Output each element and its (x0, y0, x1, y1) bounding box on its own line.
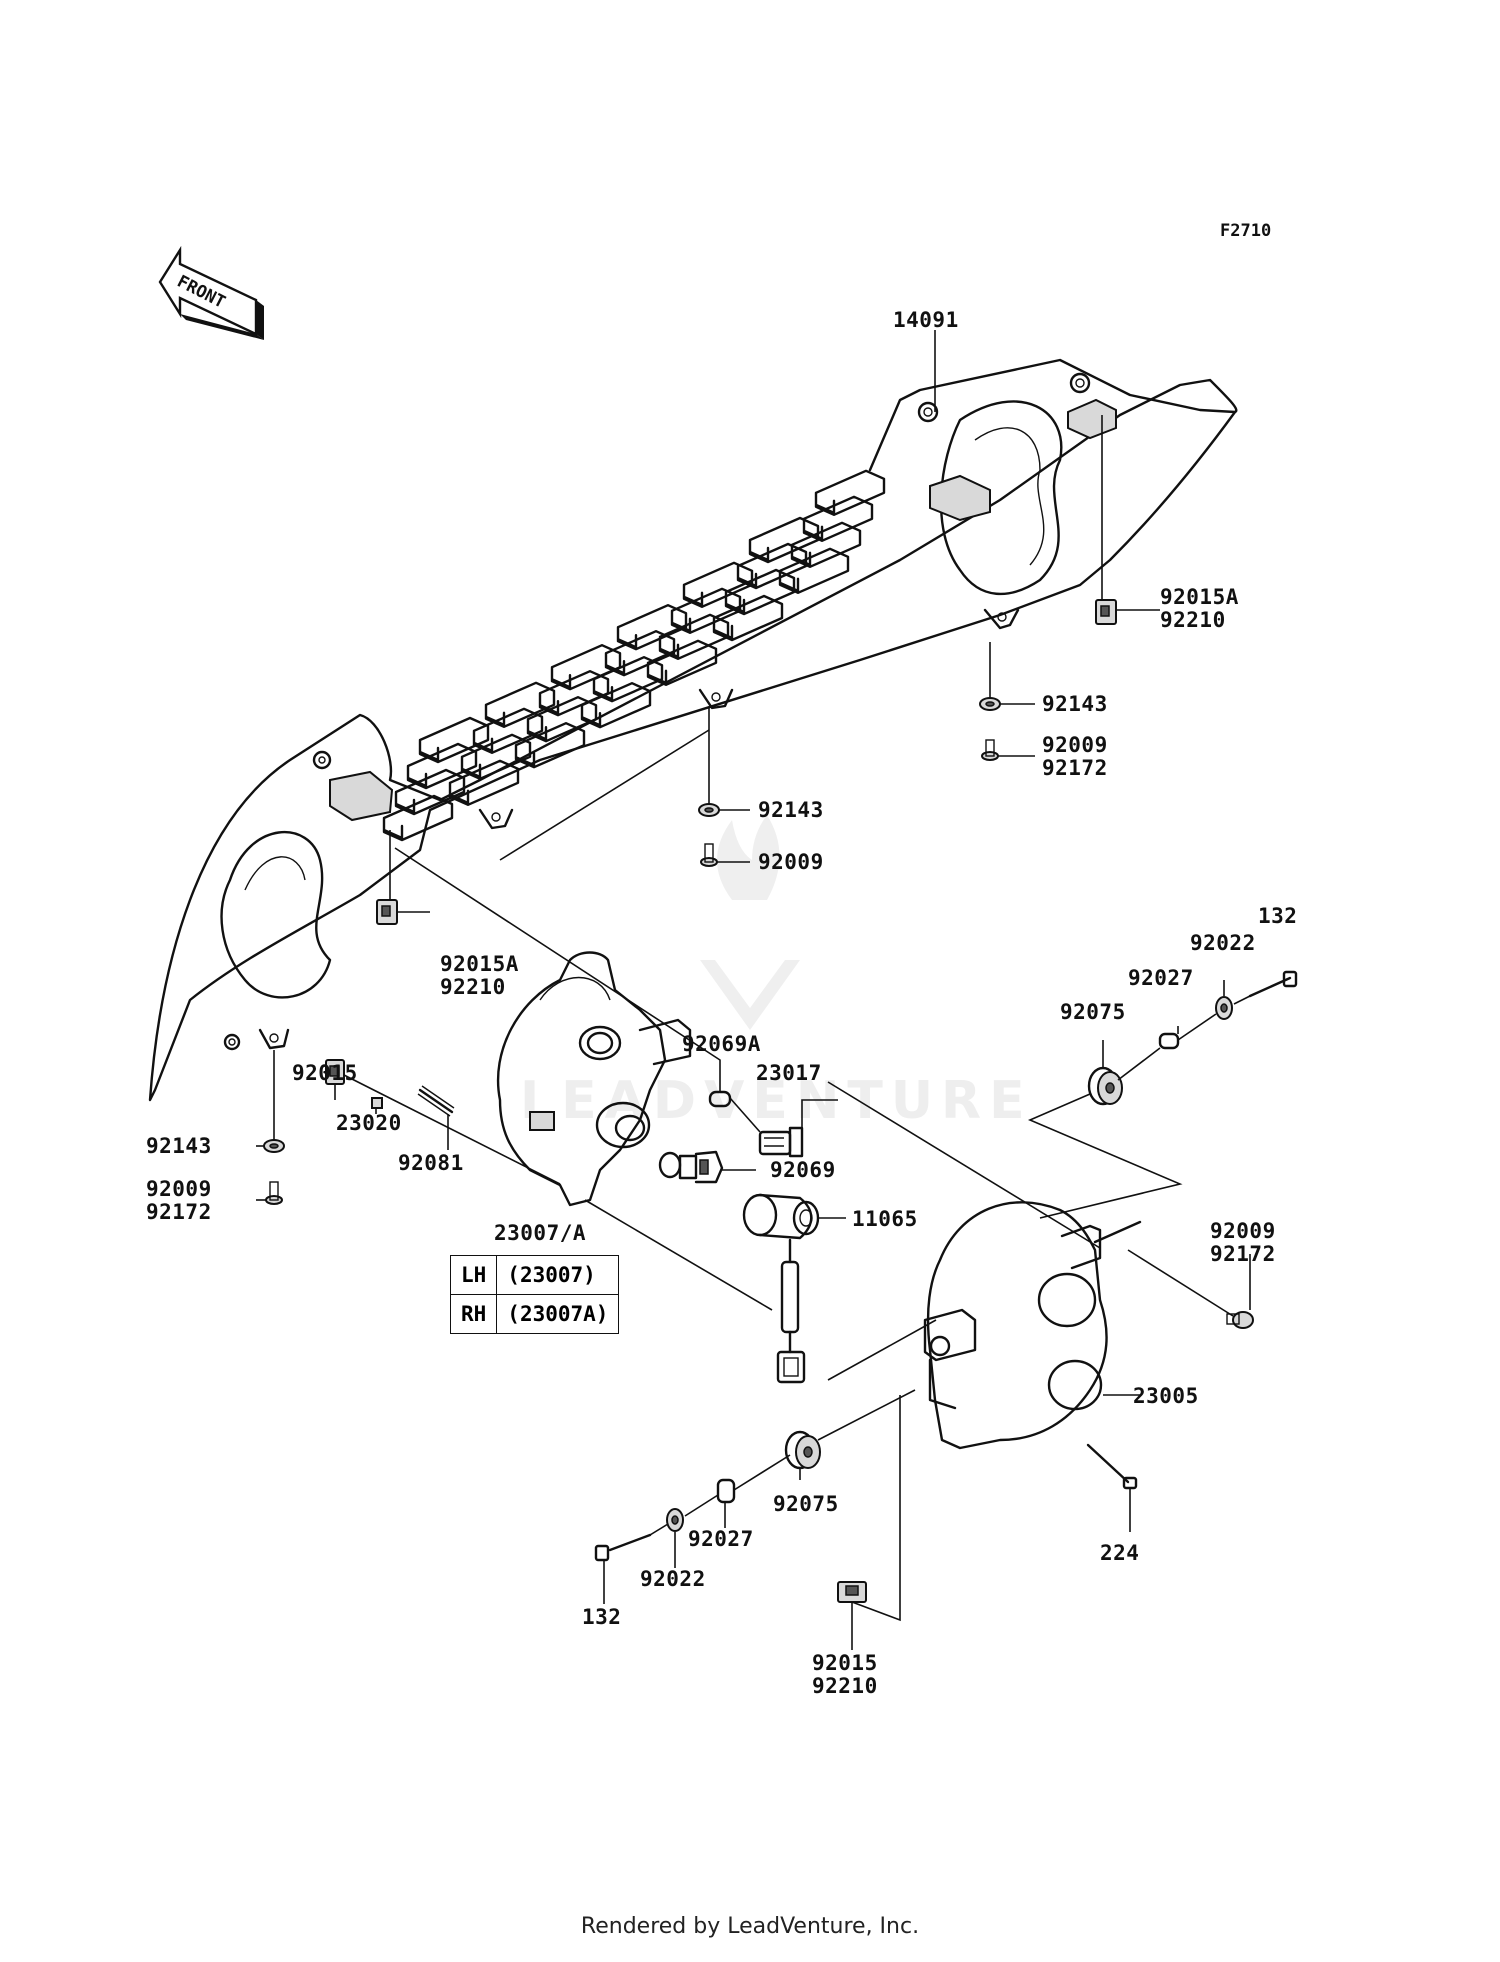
label-23020: 23020 (336, 1111, 402, 1135)
socket-23017 (758, 1126, 804, 1158)
grille-slat (778, 547, 850, 594)
bolt-92009-left (265, 1181, 283, 1205)
variant-table: LH (23007) RH (23007A) (449, 1255, 620, 1334)
label-92015a-right: 92015A (1160, 585, 1239, 609)
washer-92143-left (263, 1139, 285, 1153)
label-92015-left: 92015 (292, 1061, 358, 1085)
label-92027-lower: 92027 (688, 1527, 754, 1551)
label-92009-center: 92009 (758, 850, 824, 874)
leader-lines (256, 330, 1251, 1650)
label-92015a-left: 92015A (440, 952, 519, 976)
label-92081: 92081 (398, 1151, 464, 1175)
label-132-lower: 132 (582, 1605, 621, 1629)
variant-row-lh: LH (23007) (449, 1255, 620, 1295)
label-23005: 23005 (1133, 1384, 1199, 1408)
label-224: 224 (1100, 1541, 1139, 1565)
front-arrow-icon (158, 245, 264, 340)
bolt-224 (1086, 1443, 1138, 1490)
label-92009-housing: 92009 (1210, 1219, 1276, 1243)
label-92210-lower: 92210 (812, 1674, 878, 1698)
washer-92143-right (979, 697, 1001, 711)
bolt-132-lower (594, 1533, 652, 1562)
label-92075-right: 92075 (1060, 1000, 1126, 1024)
label-92172-housing: 92172 (1210, 1242, 1276, 1266)
label-92022-lower: 92022 (640, 1567, 706, 1591)
grille-slats (382, 469, 886, 842)
label-92172-left: 92172 (146, 1200, 212, 1224)
label-92069: 92069 (770, 1158, 836, 1182)
label-92015-lower: 92015 (812, 1651, 878, 1675)
headlight-cover-grille (148, 358, 1238, 1102)
variant-part: (23007A) (496, 1294, 620, 1334)
grille-slat (646, 639, 718, 686)
label-23017: 23017 (756, 1061, 822, 1085)
screw-92081 (417, 1085, 455, 1117)
label-92210-left: 92210 (440, 975, 506, 999)
grille-slat (382, 794, 454, 842)
washer-92022-right (1215, 996, 1233, 1020)
label-92027-right: 92027 (1128, 966, 1194, 990)
label-92075-lower: 92075 (773, 1492, 839, 1516)
bolt-132-right (1248, 970, 1298, 998)
label-92143-right: 92143 (1042, 692, 1108, 716)
grommet-92075-lower (784, 1430, 821, 1470)
headlight-unit-23007a (496, 951, 692, 1207)
socket-11065 (742, 1193, 820, 1384)
grille-slat (448, 759, 520, 806)
bolt-92009-housing (1226, 1311, 1254, 1329)
label-92143-center: 92143 (758, 798, 824, 822)
label-92009-left: 92009 (146, 1177, 212, 1201)
clip-92015a-left (376, 899, 398, 925)
grille-slat (514, 722, 586, 769)
label-92210-right: 92210 (1160, 608, 1226, 632)
nut-23020 (371, 1097, 383, 1109)
washer-92143-center (698, 803, 720, 817)
clip-92015-lower (837, 1581, 867, 1603)
bolt-92009-center (700, 843, 718, 867)
collar-92027-right (1158, 1032, 1180, 1050)
label-92143-left: 92143 (146, 1134, 212, 1158)
grommet-92075-right (1087, 1066, 1123, 1106)
headlight-housing-23005 (923, 1201, 1142, 1450)
label-92009-right: 92009 (1042, 733, 1108, 757)
label-92172-right: 92172 (1042, 756, 1108, 780)
clip-92015a-right (1095, 599, 1117, 625)
washer-92022-lower (666, 1508, 684, 1532)
label-92022-right: 92022 (1190, 931, 1256, 955)
part-labels: 14091 92015A 92210 92143 92009 92172 921… (146, 308, 1297, 1698)
bolt-92009-right (981, 739, 999, 761)
label-132-right: 132 (1258, 904, 1297, 928)
variant-row-rh: RH (23007A) (449, 1294, 620, 1334)
figure-code: F2710 (1220, 221, 1271, 241)
variant-side: RH (449, 1294, 498, 1334)
bulb-92069 (658, 1150, 724, 1184)
label-92069a: 92069A (682, 1032, 761, 1056)
variant-side: LH (449, 1255, 498, 1295)
watermark-logo (700, 815, 800, 1030)
label-23007a: 23007/A (494, 1221, 586, 1245)
collar-92027-lower (716, 1478, 736, 1504)
grille-slat (580, 682, 652, 729)
grille-slat (712, 594, 784, 642)
label-11065: 11065 (852, 1207, 918, 1231)
label-14091: 14091 (893, 308, 959, 332)
watermark-text: LEADVENTURE (520, 1071, 1033, 1131)
footer-credit: Rendered by LeadVenture, Inc. (580, 1914, 920, 1939)
variant-part: (23007) (496, 1255, 620, 1295)
